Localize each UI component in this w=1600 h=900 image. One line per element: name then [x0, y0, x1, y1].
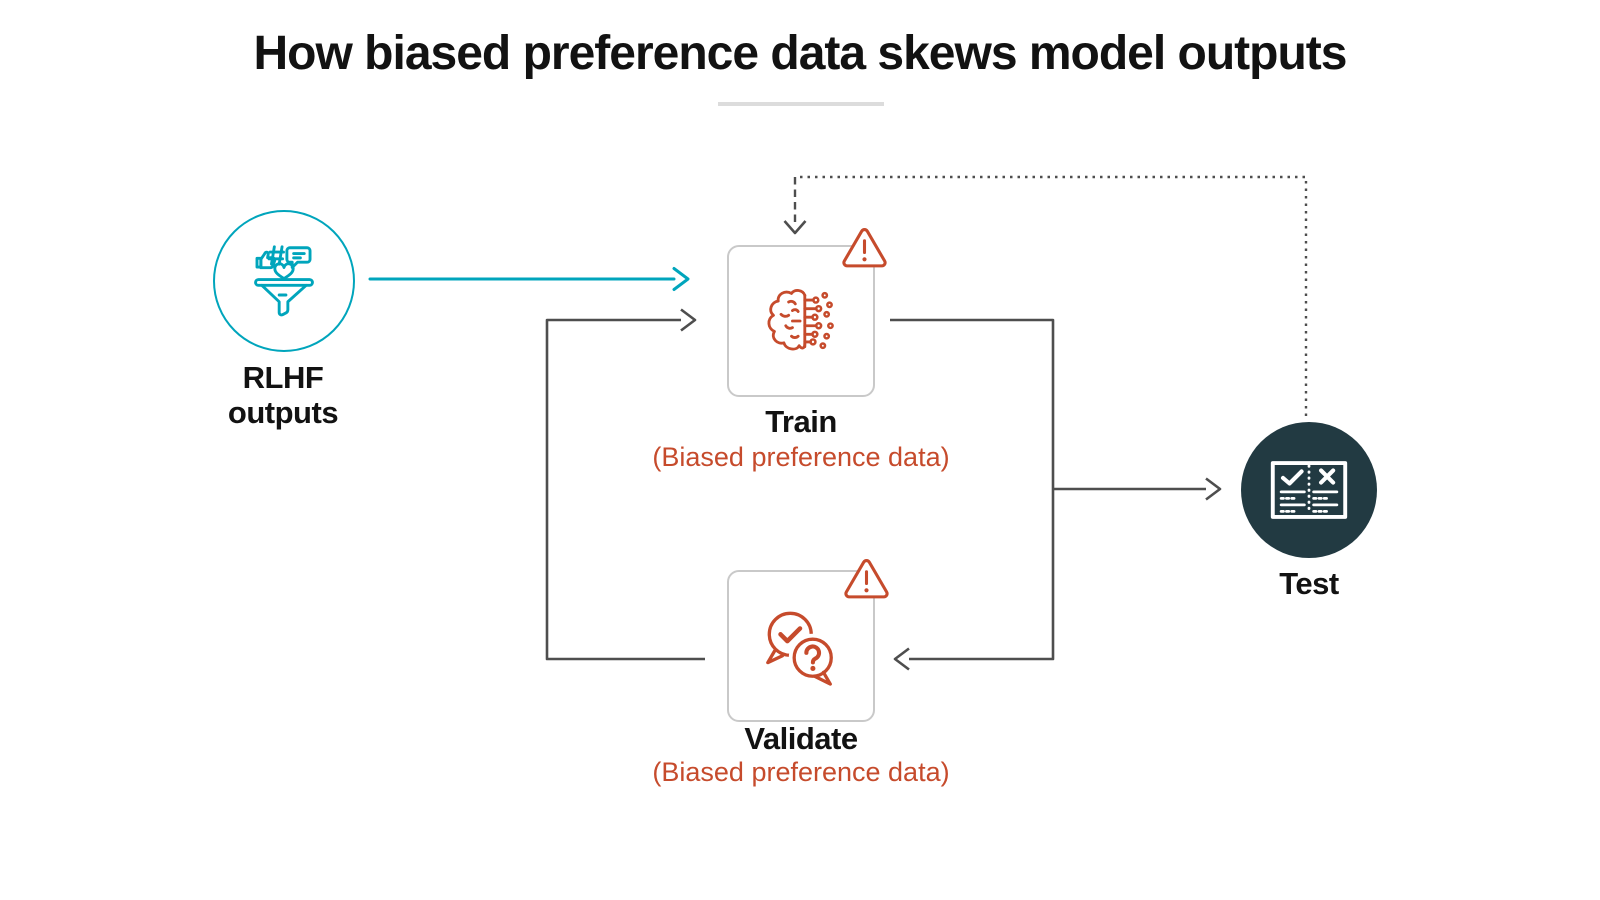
train-node	[727, 245, 875, 397]
chat-check-question-icon	[766, 611, 837, 686]
funnel-social-icon	[254, 244, 314, 316]
rlhf-node	[213, 210, 355, 352]
train-label: Train	[765, 404, 837, 439]
test-label: Test	[1279, 566, 1339, 601]
edge-train-to-validate	[890, 318, 1055, 671]
validate-sublabel: (Biased preference data)	[652, 757, 950, 787]
edge-rlhf-to-train	[368, 267, 690, 291]
checklist-book-icon	[1270, 461, 1348, 519]
warning-triangle-icon	[842, 228, 887, 268]
rlhf-label-line2: outputs	[227, 395, 339, 430]
warning-triangle-icon	[844, 559, 889, 599]
edge-validate-to-train	[545, 308, 705, 661]
validate-label: Validate	[744, 721, 858, 756]
rlhf-label: RLHF outputs	[133, 360, 433, 430]
test-node	[1241, 422, 1377, 558]
edge-test-to-train-feedback	[783, 175, 1308, 416]
train-sublabel: (Biased preference data)	[652, 442, 950, 472]
edge-loop-to-test	[1053, 477, 1222, 501]
rlhf-label-line1: RLHF	[242, 360, 324, 395]
page-title: How biased preference data skews model o…	[253, 27, 1348, 80]
brain-circuit-icon	[767, 289, 834, 351]
title-divider	[718, 102, 884, 106]
